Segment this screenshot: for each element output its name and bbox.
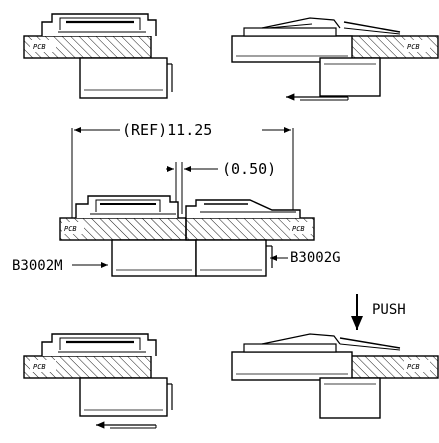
pcb-label: PCB: [292, 225, 305, 233]
pcb-label: PCB: [33, 43, 46, 51]
connector-top-body: [41, 13, 157, 36]
plug-body: [231, 351, 353, 381]
pcb-label: PCB: [33, 363, 46, 371]
plug-bottom-body: [195, 239, 267, 277]
top-right-view: PCB: [231, 17, 439, 97]
left-part-number: B3002M: [12, 258, 63, 274]
mated-assembly-view: (REF)11.25 (0.50) PCB PCB B3002M B3002G: [12, 121, 341, 277]
gap-dimension-label: (0.50): [222, 160, 276, 178]
pcb-label: PCB: [407, 363, 420, 371]
pcb-label: PCB: [64, 225, 77, 233]
bottom-left-view: PCB: [23, 333, 173, 417]
top-left-view: PCB: [23, 13, 173, 99]
ref-dimension-label: (REF)11.25: [122, 121, 212, 139]
push-label: PUSH: [372, 302, 406, 318]
right-part-number: B3002G: [290, 250, 341, 266]
connector-bottom-body: [79, 57, 168, 99]
bottom-right-view: PCB: [231, 333, 439, 419]
pcb-label: PCB: [407, 43, 420, 51]
connector-bottom-body: [111, 239, 197, 277]
